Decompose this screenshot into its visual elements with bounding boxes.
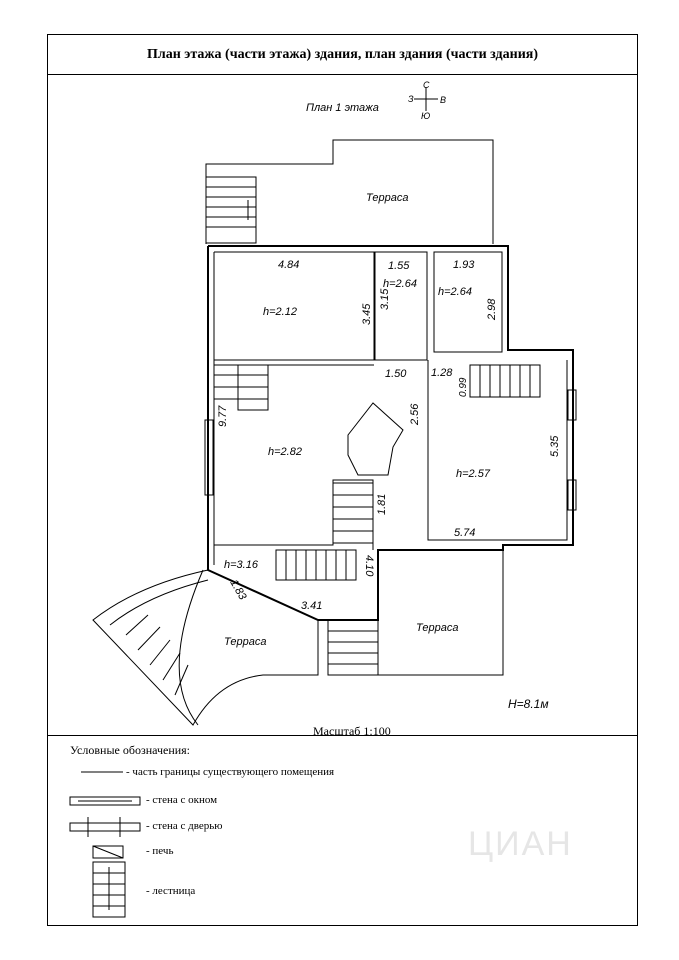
stairs-bottom bbox=[327, 619, 379, 676]
floor-label: План 1 этажа bbox=[306, 102, 379, 114]
terrace-top-label: Терраса bbox=[366, 192, 408, 204]
dim-484: 4.84 bbox=[278, 259, 299, 271]
legend-boundary: - часть границы существующего помещения bbox=[126, 766, 335, 778]
outer-wall bbox=[207, 245, 574, 621]
dim-155: 1.55 bbox=[388, 260, 410, 272]
legend-stairs: - лестница bbox=[146, 885, 196, 897]
compass-east: В bbox=[440, 95, 446, 105]
dim-410: 4.10 bbox=[363, 555, 375, 577]
dim-977: 9.77 bbox=[217, 405, 229, 427]
legend-stairs-symbol bbox=[92, 861, 126, 918]
floor-plan: С З В Ю План 1 этажа Терраса Терраса Тер… bbox=[69, 80, 577, 918]
legend-stove-symbol bbox=[92, 845, 124, 859]
terrace-right-label: Терраса bbox=[416, 622, 458, 634]
terrace-right-outline bbox=[328, 549, 504, 676]
stairs-right bbox=[469, 364, 541, 398]
legend-door-symbol bbox=[69, 822, 141, 832]
room3-outline bbox=[433, 251, 503, 353]
compass-north: С bbox=[423, 80, 430, 90]
document-frame: План этажа (части этажа) здания, план зд… bbox=[47, 34, 638, 926]
room1-height: h=2.12 bbox=[263, 306, 297, 318]
legend-stove: - печь bbox=[146, 845, 174, 857]
legend-title: Условные обозначения: bbox=[70, 743, 191, 757]
scale-label: Масштаб 1:100 bbox=[313, 724, 391, 738]
stairs-top bbox=[205, 176, 257, 244]
terrace-left-outline bbox=[92, 569, 319, 726]
dim-341: 3.41 bbox=[301, 600, 322, 612]
terrace-left-label: Терраса bbox=[224, 636, 266, 648]
legend-window: - стена с окном bbox=[146, 794, 218, 806]
legend-window-symbol bbox=[69, 796, 141, 806]
watermark: ЦИАН bbox=[468, 825, 573, 863]
stove bbox=[347, 402, 404, 476]
dim-315: 3.15 bbox=[379, 288, 391, 310]
dim-256: 2.56 bbox=[409, 403, 421, 426]
room2-outline bbox=[374, 251, 428, 361]
terrace-top-outline bbox=[205, 139, 494, 244]
legend-separator bbox=[48, 735, 637, 736]
room5-height: h=2.57 bbox=[456, 468, 491, 480]
room6-height: h=3.16 bbox=[224, 559, 259, 571]
dim-193: 1.93 bbox=[453, 259, 475, 271]
height-label: H=8.1м bbox=[508, 697, 549, 711]
document-title: План этажа (части этажа) здания, план зд… bbox=[48, 35, 637, 75]
dim-298: 2.98 bbox=[486, 298, 498, 321]
dim-183: 1.83 bbox=[227, 578, 249, 603]
dim-099: 0.99 bbox=[458, 377, 469, 397]
dim-574: 5.74 bbox=[454, 527, 475, 539]
dim-345: 3.45 bbox=[361, 303, 373, 325]
legend-door: - стена с дверью bbox=[146, 820, 223, 832]
compass bbox=[414, 87, 438, 111]
dim-150: 1.50 bbox=[385, 368, 407, 380]
room4-height: h=2.82 bbox=[268, 446, 302, 458]
dim-535: 5.35 bbox=[549, 435, 561, 457]
compass-west: З bbox=[408, 94, 414, 104]
dim-181: 1.81 bbox=[376, 494, 388, 515]
dim-128: 1.28 bbox=[431, 367, 453, 379]
room3-height: h=2.64 bbox=[438, 286, 472, 298]
room2-height: h=2.64 bbox=[383, 278, 417, 290]
stairs-left bbox=[214, 364, 269, 411]
compass-south: Ю bbox=[421, 111, 430, 121]
